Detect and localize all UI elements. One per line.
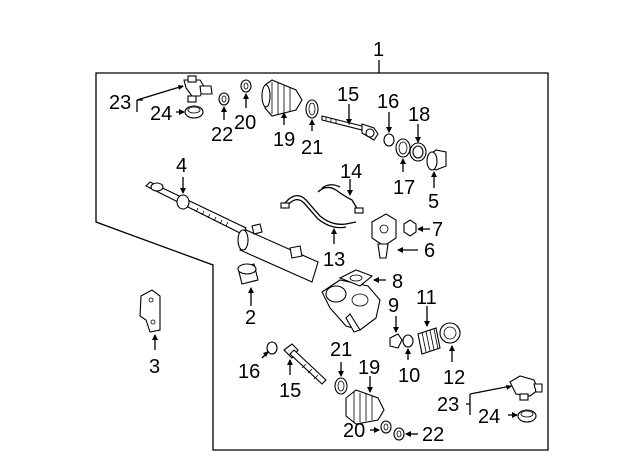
callout-20-top: 20: [234, 112, 256, 134]
callout-19-bot: 19: [358, 357, 380, 379]
callout-7: 7: [432, 219, 443, 241]
callout-23-top: 23: [109, 92, 131, 114]
assembly-outline: [95, 72, 549, 451]
callout-11: 11: [416, 287, 437, 309]
callout-20-bot: 20: [343, 420, 365, 442]
clamp-icon: [380, 420, 392, 434]
callout-8: 8: [392, 271, 403, 293]
clamp-icon: [240, 79, 252, 93]
callout-4: 4: [176, 155, 187, 177]
cap-icon: [402, 334, 414, 348]
mounting-bracket-icon: [139, 289, 161, 333]
callout-10: 10: [398, 365, 420, 387]
tie-rod-icon: [283, 343, 327, 385]
gasket-icon: [338, 269, 374, 287]
callout-22-bot: 22: [422, 424, 444, 446]
tie-rod-end-nut-icon: [184, 105, 204, 119]
end-bushing-icon: [426, 149, 447, 171]
rack-boot-icon: [345, 389, 385, 425]
callout-22-top: 22: [211, 124, 233, 146]
callout-2: 2: [245, 307, 256, 329]
callout-16-bot: 16: [238, 361, 260, 383]
nut-icon: [218, 92, 230, 106]
rack-gear-icon: [145, 181, 247, 235]
callout-16-top: 16: [377, 91, 399, 113]
nut-icon: [403, 219, 417, 237]
seal-ring-icon: [395, 138, 411, 158]
plug-icon: [389, 333, 403, 349]
callout-6: 6: [424, 240, 435, 262]
bushing-icon: [409, 142, 427, 162]
nut-icon: [393, 427, 405, 441]
o-ring-icon: [305, 99, 319, 119]
callout-9: 9: [388, 295, 399, 317]
sleeve-bushing-icon: [237, 263, 259, 285]
callout-13: 13: [323, 249, 345, 271]
o-ring-icon: [334, 377, 348, 395]
rack-boot-icon: [261, 79, 303, 117]
callout-21-bot: 21: [330, 339, 352, 361]
callout-5: 5: [428, 191, 439, 213]
washer-icon: [266, 341, 278, 355]
callout-14: 14: [340, 161, 362, 183]
spring-icon: [417, 327, 441, 355]
callout-21-top: 21: [301, 137, 323, 159]
valve-housing-icon: [321, 279, 381, 333]
adjuster-cap-icon: [439, 322, 461, 344]
hose-icon: [317, 184, 364, 214]
callout-12: 12: [443, 367, 465, 389]
callout-24-top: 24: [150, 103, 172, 125]
callout-24-bot: 24: [478, 406, 500, 428]
callout-15-top: 15: [337, 84, 359, 106]
washer-icon: [383, 133, 395, 147]
callout-17: 17: [393, 177, 415, 199]
callout-3: 3: [149, 356, 160, 378]
pressure-line-icon: [280, 195, 357, 229]
callout-18: 18: [408, 104, 430, 126]
tie-rod-end-icon: [183, 75, 213, 103]
pinion-valve-icon: [371, 213, 397, 259]
callout-15-bot: 15: [279, 380, 301, 402]
callout-23-bot: 23: [437, 394, 459, 416]
tie-rod-end-nut-icon: [517, 409, 537, 423]
callout-19-top: 19: [273, 129, 295, 151]
callout-1: 1: [373, 39, 384, 61]
tie-rod-end-icon: [509, 375, 543, 401]
steering-housing-icon: [237, 223, 319, 283]
